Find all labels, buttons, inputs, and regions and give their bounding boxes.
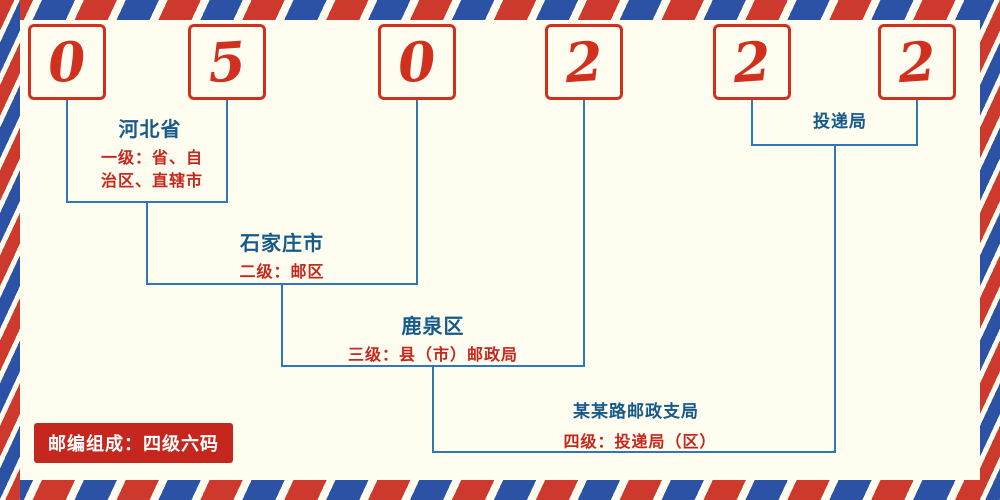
bracket-city-right-line [416, 100, 418, 285]
digit-6: 2 [896, 28, 938, 96]
delivery-name: 投递局 [813, 112, 867, 132]
digit-box-1: 0 [28, 24, 106, 100]
province-name: 河北省 [118, 117, 182, 141]
bracket-branch-left-line [432, 365, 434, 453]
bracket-branch-right-line [834, 144, 836, 453]
county-desc: 三级：县（市）邮政局 [347, 345, 519, 364]
province-desc-line2: 治区、直辖市 [100, 171, 204, 190]
bracket-city-left-line [146, 201, 148, 285]
airmail-border-top [0, 0, 1000, 20]
bracket-delivery-left-line [751, 100, 753, 146]
digit-box-3: 0 [378, 24, 456, 100]
city-desc: 二级：邮区 [239, 262, 325, 281]
county-name: 鹿泉区 [401, 314, 465, 338]
digit-5: 2 [731, 28, 773, 96]
bracket-province-right-line [226, 100, 228, 203]
branch-name: 某某路邮政支局 [573, 402, 699, 422]
airmail-border-right [980, 0, 1000, 500]
digit-box-2: 5 [188, 24, 266, 100]
digit-4: 2 [563, 28, 605, 96]
bracket-delivery-right-line [916, 100, 918, 146]
digit-box-4: 2 [545, 24, 623, 100]
branch-desc: 四级：投递局（区） [563, 432, 717, 451]
bracket-branch-bottom-line [432, 451, 836, 453]
digit-2: 5 [206, 28, 248, 96]
bracket-province-left-line [66, 100, 68, 203]
digit-3: 0 [396, 28, 438, 96]
bracket-county-right-line [583, 100, 585, 367]
airmail-border-left [0, 0, 20, 500]
bracket-county-left-line [281, 283, 283, 367]
airmail-border-bottom [0, 480, 1000, 500]
digit-box-5: 2 [713, 24, 791, 100]
digit-box-6: 2 [878, 24, 956, 100]
province-desc-line1: 一级：省、自 [100, 148, 204, 167]
postal-code-composition-badge: 邮编组成：四级六码 [34, 423, 233, 463]
digit-1: 0 [46, 28, 88, 96]
city-name: 石家庄市 [240, 231, 324, 255]
